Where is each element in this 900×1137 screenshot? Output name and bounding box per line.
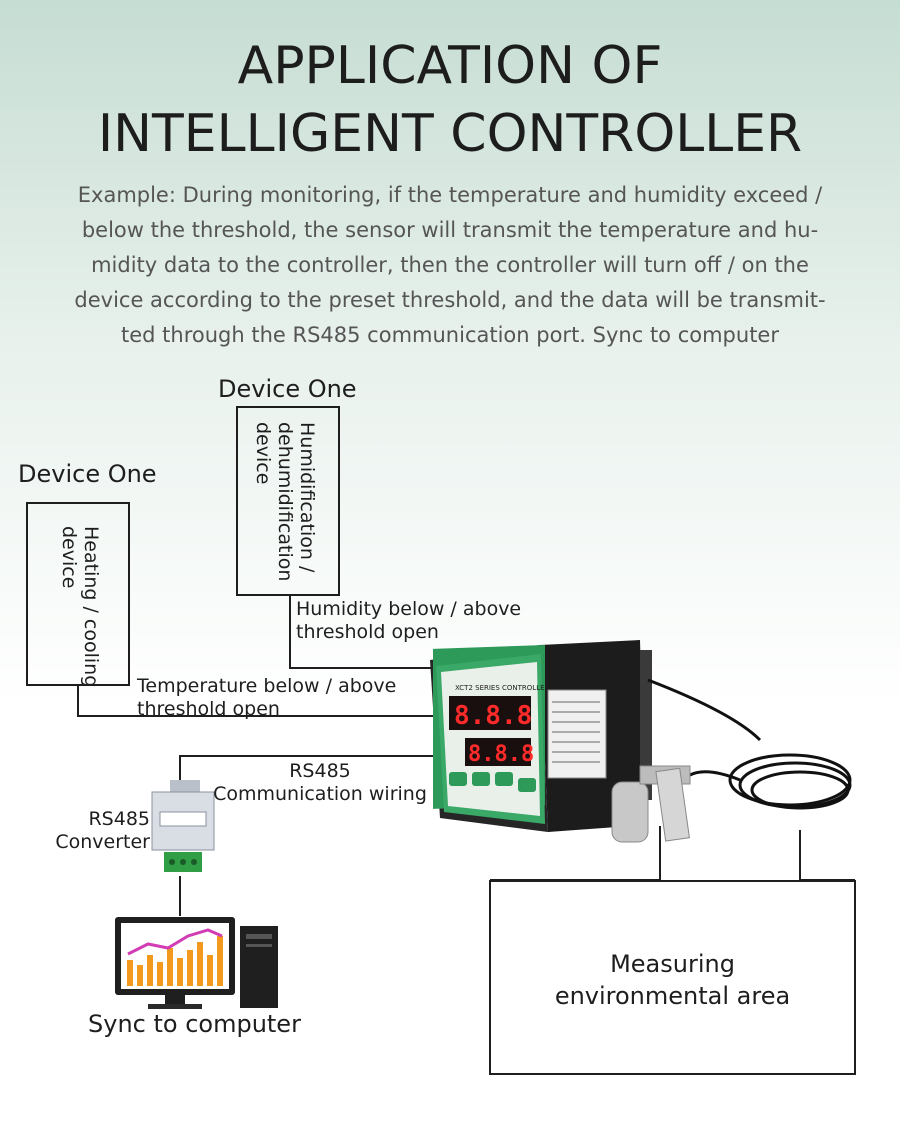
humidity-link-label-line: Humidity below / above bbox=[296, 598, 522, 620]
computer-illustration bbox=[115, 917, 278, 1009]
measuring-area-box: Measuring environmental area bbox=[489, 880, 856, 1075]
humidification-device-text: Humidification / dehumidification device bbox=[252, 422, 318, 592]
controller-brand-label: XCT2 SERIES CONTROLLER bbox=[455, 684, 550, 692]
rs485-wiring-label: RS485 Communication wiring bbox=[212, 760, 428, 806]
heating-device-text-line: device bbox=[58, 526, 80, 589]
humidification-device-box: Humidification / dehumidification device bbox=[236, 406, 340, 596]
measuring-area-label: Measuring environmental area bbox=[491, 948, 854, 1012]
rs485-wiring-label-line: Communication wiring bbox=[213, 783, 427, 805]
description-line: device according to the preset threshold… bbox=[74, 288, 826, 312]
display-bottom: 8.8.8 bbox=[468, 742, 534, 767]
humidity-link-label-line: threshold open bbox=[296, 621, 439, 643]
description-line: Example: During monitoring, if the tempe… bbox=[77, 183, 823, 207]
measuring-area-label-line: Measuring bbox=[610, 950, 735, 978]
heating-cooling-device-box: Heating / cooling device bbox=[26, 502, 130, 687]
description-line: below the threshold, the sensor will tra… bbox=[81, 218, 819, 242]
title-line-1: APPLICATION OF bbox=[237, 36, 663, 96]
temperature-link-label: Temperature below / above threshold open bbox=[137, 675, 396, 721]
title-line-2: INTELLIGENT CONTROLLER bbox=[97, 104, 803, 164]
area-right-wire bbox=[799, 830, 855, 881]
sensor-probe bbox=[611, 678, 852, 843]
temperature-link-label-line: Temperature below / above bbox=[137, 675, 397, 697]
rs485-converter-label-line: Converter bbox=[55, 831, 150, 853]
rs485-converter-label-line: RS485 bbox=[88, 808, 150, 830]
heating-device-wire bbox=[77, 686, 440, 717]
controller-device: XCT2 SERIES CONTROLLER 8.8.8 8.8.8 bbox=[430, 640, 652, 832]
humidification-device-text-line: device bbox=[252, 422, 274, 485]
rs485-converter-device bbox=[151, 780, 215, 872]
device-left-heading: Device One bbox=[18, 460, 157, 488]
humidity-link-label: Humidity below / above threshold open bbox=[296, 598, 521, 644]
humidity-device-wire bbox=[289, 596, 432, 669]
humidification-device-text-line: dehumidification bbox=[274, 422, 296, 582]
description-line: midity data to the controller, then the … bbox=[91, 253, 809, 277]
temperature-link-label-line: threshold open bbox=[137, 698, 280, 720]
rs485-wiring-label-line: RS485 bbox=[289, 760, 351, 782]
heating-device-text-line: Heating / cooling bbox=[80, 526, 102, 688]
computer-label: Sync to computer bbox=[88, 1010, 301, 1038]
measuring-area-label-line: environmental area bbox=[554, 982, 791, 1010]
rs485-converter-label: RS485 Converter bbox=[50, 808, 150, 854]
device-top-heading: Device One bbox=[218, 375, 357, 403]
rs485-wire bbox=[179, 755, 440, 782]
description-line: ted through the RS485 communication port… bbox=[121, 323, 779, 347]
humidification-device-text-line: Humidification / bbox=[296, 422, 318, 573]
heating-device-text: Heating / cooling device bbox=[58, 526, 102, 687]
display-top: 8.8.8 bbox=[454, 701, 532, 731]
